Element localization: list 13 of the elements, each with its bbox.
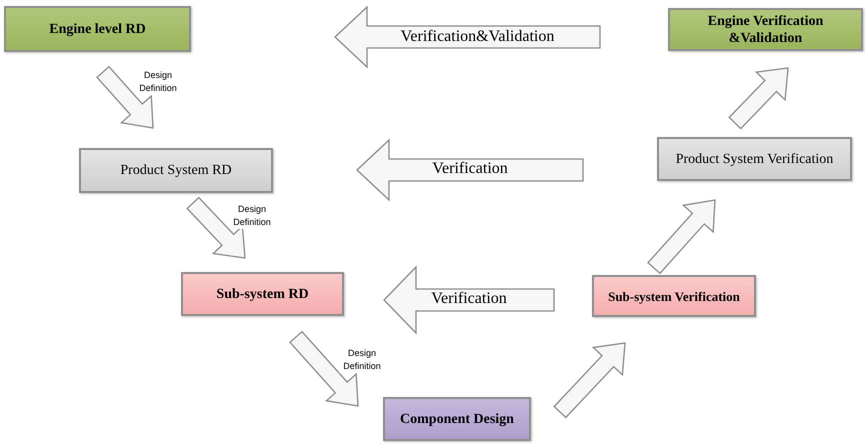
block-arrow — [96, 66, 154, 129]
process-box: Product System Verification — [657, 137, 852, 181]
process-box: Sub-system Verification — [592, 275, 756, 317]
block-arrow — [289, 330, 359, 407]
block-arrow — [647, 199, 716, 274]
process-box: Component Design — [383, 397, 531, 441]
process-box: Sub-system RD — [181, 272, 344, 316]
block-arrow — [553, 342, 626, 418]
block-arrow — [186, 196, 246, 259]
process-box: Engine level RD — [4, 6, 191, 52]
process-box: Product System RD — [79, 148, 273, 193]
block-arrow — [728, 67, 789, 130]
process-box: Engine Verification &Validation — [668, 8, 863, 51]
